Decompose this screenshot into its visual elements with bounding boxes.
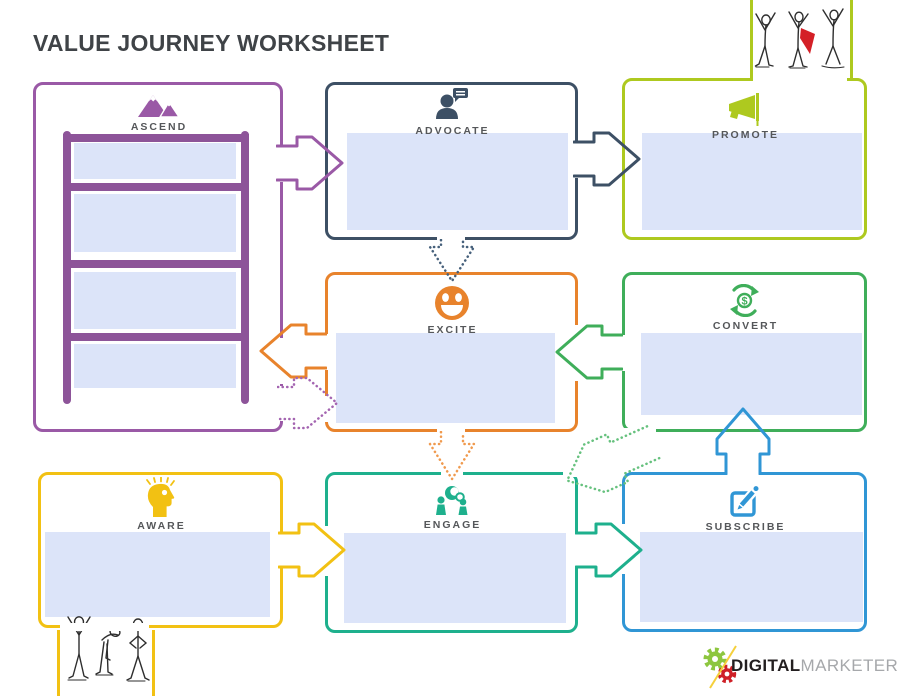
ladder-rung: [63, 134, 249, 142]
ascend-rung-field-1[interactable]: [74, 143, 236, 179]
border-gap: [574, 142, 583, 178]
border-gap: [622, 428, 656, 437]
aware-chimney: [57, 630, 155, 696]
border-gap: [727, 468, 759, 477]
convert-writing-field[interactable]: [641, 333, 862, 415]
advocate-writing-field[interactable]: [347, 133, 568, 230]
aware-writing-field[interactable]: [45, 532, 270, 617]
border-gap: [619, 335, 628, 371]
ascend-rung-field-3[interactable]: [74, 272, 236, 329]
border-gap: [574, 532, 583, 568]
stage-box-aware: [38, 472, 283, 628]
subscribe-writing-field[interactable]: [640, 532, 863, 622]
ladder-rung: [63, 333, 249, 341]
digitalmarketer-logo: DIGITALMARKETER: [698, 644, 898, 689]
arrow-advocate-to-promote: [573, 131, 641, 187]
stage-box-promote: [622, 78, 867, 240]
arrow-ascend-to-advocate: [276, 135, 344, 191]
stage-box-engage: [325, 472, 578, 633]
border-gap: [277, 386, 286, 421]
stage-box-ascend: [33, 82, 283, 432]
border-gap: [277, 338, 286, 384]
dotted-arrow-convert-to-engage: [565, 425, 663, 493]
dotted-arrow-advocate-to-excite: [428, 239, 476, 283]
border-gap: [437, 236, 465, 245]
dotted-arrow-ascend-to-excite: [277, 376, 339, 430]
border-gap: [441, 468, 463, 477]
arrow-excite-to-ascend: [259, 323, 327, 379]
arrow-convert-to-excite: [555, 324, 623, 380]
stage-box-advocate: [325, 82, 578, 240]
stage-box-subscribe: [622, 472, 867, 632]
aware-stick-figures: [67, 616, 150, 682]
logo-word-marketer: MARKETER: [800, 656, 899, 675]
border-gap: [322, 334, 331, 370]
border-gap: [277, 146, 286, 182]
border-gap: [437, 428, 465, 437]
border-gap: [753, 76, 847, 84]
red-cape: [800, 28, 815, 54]
arrow-engage-to-subscribe: [575, 522, 643, 578]
border-gap: [619, 524, 628, 574]
arrow-aware-to-engage: [278, 522, 346, 578]
engage-writing-field[interactable]: [344, 533, 566, 623]
ascend-rung-field-4[interactable]: [74, 344, 236, 388]
border-gap: [322, 396, 331, 422]
border-gap: [60, 623, 149, 631]
ladder-rung: [63, 183, 249, 191]
ladder-rung: [63, 260, 249, 268]
promote-writing-field[interactable]: [642, 133, 862, 230]
gears-icon: [703, 645, 737, 689]
ascend-rung-field-2[interactable]: [74, 194, 236, 252]
arrow-subscribe-to-convert: [715, 407, 771, 475]
dotted-arrow-excite-to-engage: [428, 431, 476, 481]
logo-wordmark: DIGITALMARKETER: [731, 656, 898, 676]
promote-chimney: [750, 0, 853, 78]
border-gap: [322, 526, 331, 576]
border-gap: [574, 325, 583, 381]
logo-word-digital: DIGITAL: [731, 656, 801, 675]
excite-writing-field[interactable]: [336, 333, 555, 423]
border-gap: [277, 532, 286, 568]
page-title: VALUE JOURNEY WORKSHEET: [33, 30, 390, 56]
celebrating-stick-figures: [754, 8, 845, 69]
